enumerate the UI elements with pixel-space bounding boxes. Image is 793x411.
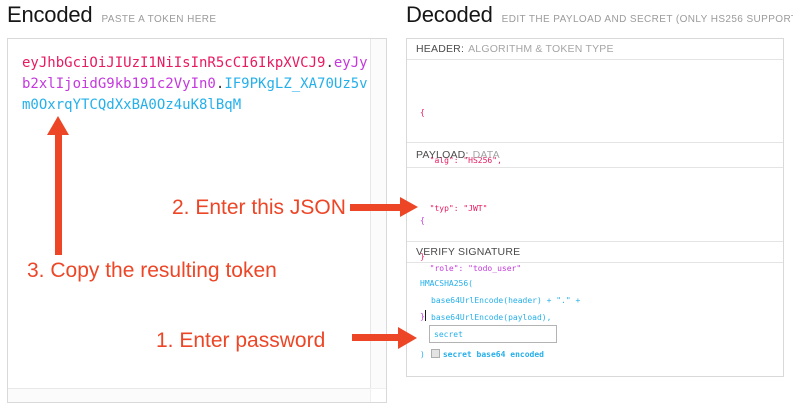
header-json-line: } bbox=[420, 252, 425, 261]
decoded-heading: Decoded EDIT THE PAYLOAD AND SECRET (ONLY… bbox=[406, 2, 793, 28]
signature-code-line: base64UrlEncode(header) + "." + bbox=[431, 296, 581, 305]
vertical-scrollbar[interactable] bbox=[370, 39, 386, 388]
encoded-subtitle: PASTE A TOKEN HERE bbox=[101, 14, 217, 25]
header-section-label: HEADER: ALGORITHM & TOKEN TYPE bbox=[407, 39, 783, 60]
token-header-segment: eyJhbGciOiJIUzI1NiIsInR5cCI6IkpXVCJ9 bbox=[22, 55, 326, 71]
signature-code-line: HMACSHA256( bbox=[420, 279, 473, 288]
payload-json-line: { bbox=[420, 216, 425, 225]
header-json-line: "alg": "HS256", bbox=[420, 156, 502, 165]
decoded-title: Decoded bbox=[406, 2, 493, 27]
close-paren: ) bbox=[420, 350, 425, 359]
encoded-token-input[interactable]: eyJhbGciOiJIUzI1NiIsInR5cCI6IkpXVCJ9.eyJ… bbox=[8, 39, 370, 388]
payload-json-line: } bbox=[420, 310, 426, 321]
payload-label-strong: PAYLOAD: bbox=[416, 149, 469, 161]
token-payload-segment: eyJyb2xlIjoidG9kb191c2VyIn0 bbox=[22, 55, 368, 92]
token-dot-1: . bbox=[325, 55, 334, 71]
arrow-right-step2-head bbox=[400, 197, 418, 217]
payload-label-rest: DATA bbox=[472, 149, 500, 161]
decoded-subtitle: EDIT THE PAYLOAD AND SECRET (ONLY HS256 … bbox=[501, 14, 793, 25]
encoded-title: Encoded bbox=[7, 2, 93, 27]
verify-signature-label: VERIFY SIGNATURE bbox=[407, 242, 783, 263]
arrow-right-step1-head bbox=[398, 327, 417, 349]
horizontal-scrollbar[interactable] bbox=[8, 388, 370, 402]
token-signature-segment: IF9PKgLZ_XA70Uz5vm0OxrqYTCQdXxBA0Oz4uK8l… bbox=[22, 76, 368, 113]
header-json-line: "typ": "JWT" bbox=[420, 204, 488, 213]
text-caret bbox=[424, 310, 426, 321]
encoded-token-box: eyJhbGciOiJIUzI1NiIsInR5cCI6IkpXVCJ9.eyJ… bbox=[7, 38, 387, 403]
annotation-step2: 2. Enter this JSON bbox=[172, 196, 346, 219]
secret-input[interactable] bbox=[429, 325, 557, 343]
arrow-right-step2-shaft bbox=[350, 204, 402, 211]
arrow-up-step3-shaft bbox=[55, 134, 62, 255]
base64-encoded-checkbox[interactable] bbox=[430, 349, 440, 358]
payload-json-editor[interactable]: { "role": "todo_user" } bbox=[407, 168, 783, 321]
header-label-rest: ALGORITHM & TOKEN TYPE bbox=[468, 43, 614, 55]
header-label-strong: HEADER: bbox=[416, 43, 465, 55]
arrow-right-step1-shaft bbox=[352, 334, 400, 341]
header-json-editor[interactable]: { "alg": "HS256", "typ": "JWT" } bbox=[407, 60, 783, 261]
signature-code-line: base64UrlEncode(payload), bbox=[431, 313, 552, 322]
token-dot-2: . bbox=[215, 76, 225, 92]
verify-label-strong: VERIFY SIGNATURE bbox=[416, 246, 521, 258]
annotation-step3: 3. Copy the resulting token bbox=[27, 259, 277, 282]
signature-close-row: ) secret base64 encoded bbox=[420, 347, 544, 363]
signature-section: HMACSHA256( base64UrlEncode(header) + ".… bbox=[407, 263, 783, 376]
arrow-up-step3-head bbox=[47, 116, 69, 135]
header-json-line: { bbox=[420, 108, 425, 117]
decoded-box: HEADER: ALGORITHM & TOKEN TYPE { "alg": … bbox=[406, 38, 784, 377]
base64-encoded-label: secret base64 encoded bbox=[442, 350, 544, 359]
payload-json-line: "role": "todo_user" bbox=[420, 264, 522, 273]
payload-section-label: PAYLOAD: DATA bbox=[407, 143, 783, 168]
encoded-heading: Encoded PASTE A TOKEN HERE bbox=[7, 2, 216, 28]
scrollbar-corner bbox=[370, 388, 386, 402]
annotation-step1: 1. Enter password bbox=[156, 329, 326, 352]
